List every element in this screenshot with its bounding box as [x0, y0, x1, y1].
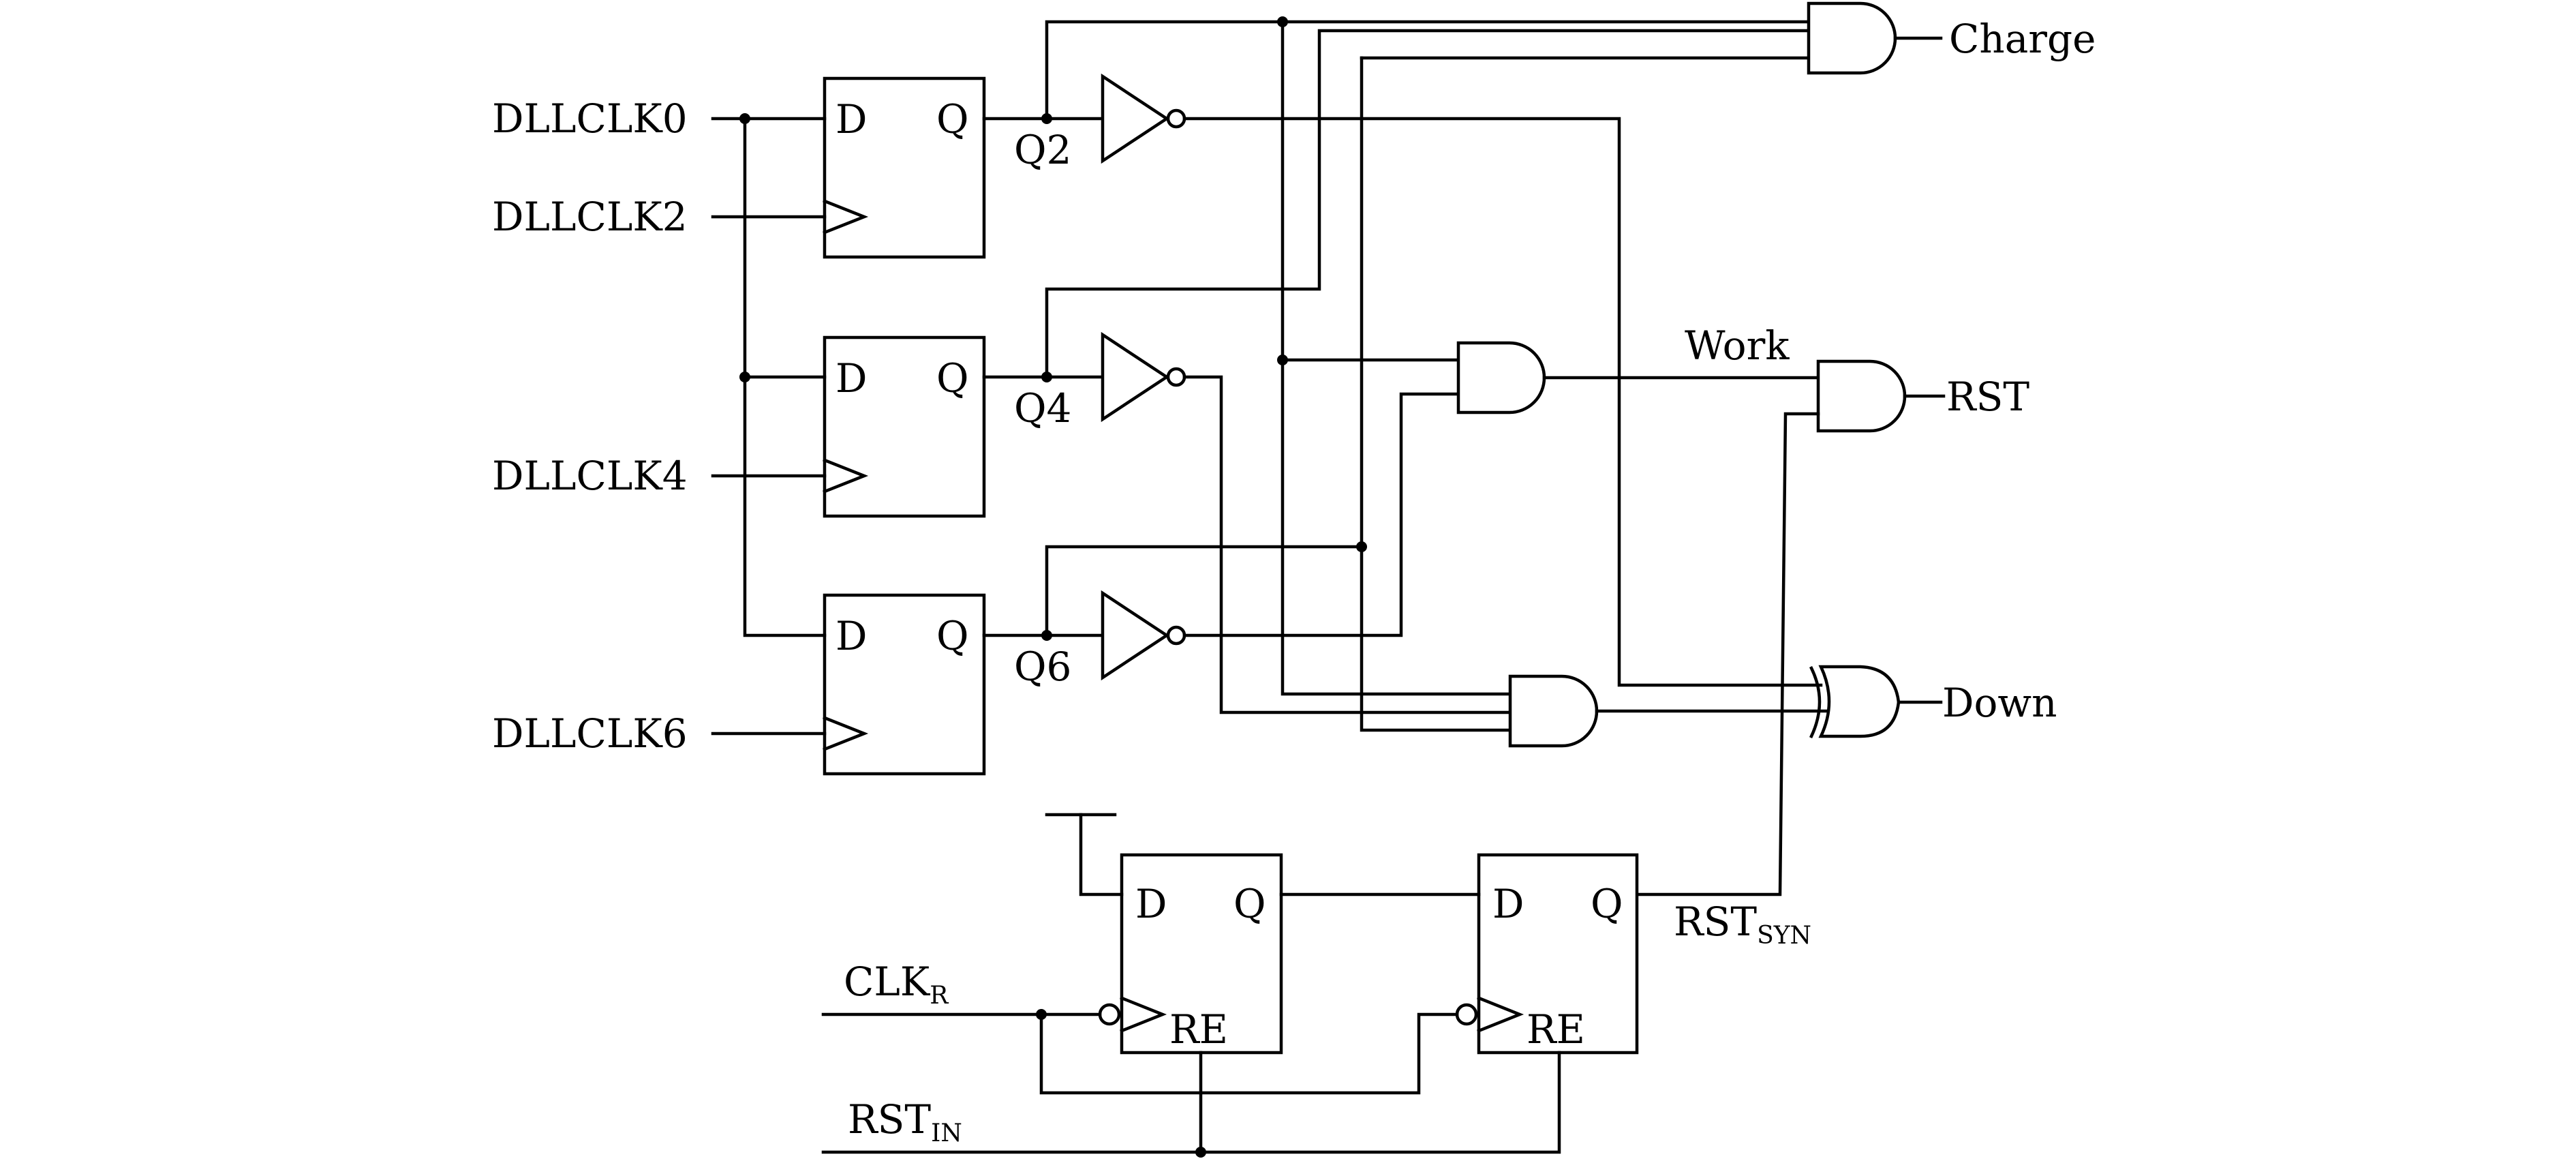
input-dllclk2: DLLCLK2 — [492, 194, 688, 240]
input-rst-in: RSTIN — [848, 1096, 962, 1147]
rff2-re-pin: RE — [1527, 1006, 1585, 1053]
q2-path: Q2 — [982, 20, 1823, 687]
rff2-q-pin: Q — [1591, 881, 1623, 927]
rff1-d-pin: D — [1135, 881, 1167, 927]
node-q2: Q2 — [1014, 127, 1071, 173]
reset-flip-flop-1: D Q RE — [1045, 813, 1283, 1055]
ff3-q-pin: Q — [936, 613, 969, 659]
ff1-q-pin: Q — [936, 96, 969, 142]
rff1-re-pin: RE — [1169, 1006, 1228, 1053]
ff3-d-pin: D — [835, 613, 868, 659]
and-gate-rst: RST — [1635, 359, 2029, 896]
reset-wires — [821, 892, 1561, 1158]
q6-path: Q6 — [982, 392, 1460, 690]
ff2-d-pin: D — [835, 355, 868, 402]
bus-wires — [1277, 16, 1811, 732]
output-charge: Charge — [1949, 16, 2096, 62]
rff2-d-pin: D — [1492, 881, 1524, 927]
ff1-d-pin: D — [835, 96, 868, 142]
ff2-q-pin: Q — [936, 355, 969, 402]
output-down: Down — [1942, 680, 2057, 726]
flip-flop-3: D Q — [823, 593, 986, 776]
input-dllclk4: DLLCLK4 — [492, 453, 688, 499]
signal-work: Work — [1685, 322, 1790, 369]
rff1-q-pin: Q — [1233, 881, 1266, 927]
or-gate-down: Down — [1809, 665, 2057, 738]
and-gate-charge: Charge — [1807, 1, 2096, 75]
flip-flop-2: D Q — [823, 335, 986, 518]
signal-rst-syn: RSTSYN — [1674, 899, 1811, 950]
output-rst: RST — [1946, 374, 2029, 420]
input-dllclk0: DLLCLK0 — [492, 95, 688, 142]
input-clk-r: CLKR — [844, 959, 949, 1010]
and-gate-down-input — [1508, 674, 1835, 748]
and-gate-work: Work — [1456, 322, 1820, 414]
reset-flip-flop-2: D Q RE — [1455, 853, 1639, 1055]
flip-flop-1: D Q — [823, 76, 986, 259]
input-dllclk6: DLLCLK6 — [492, 710, 688, 757]
q4-path: Q4 — [982, 29, 1811, 714]
node-q6: Q6 — [1014, 644, 1071, 690]
input-wires — [711, 113, 827, 736]
node-q4: Q4 — [1014, 385, 1071, 432]
